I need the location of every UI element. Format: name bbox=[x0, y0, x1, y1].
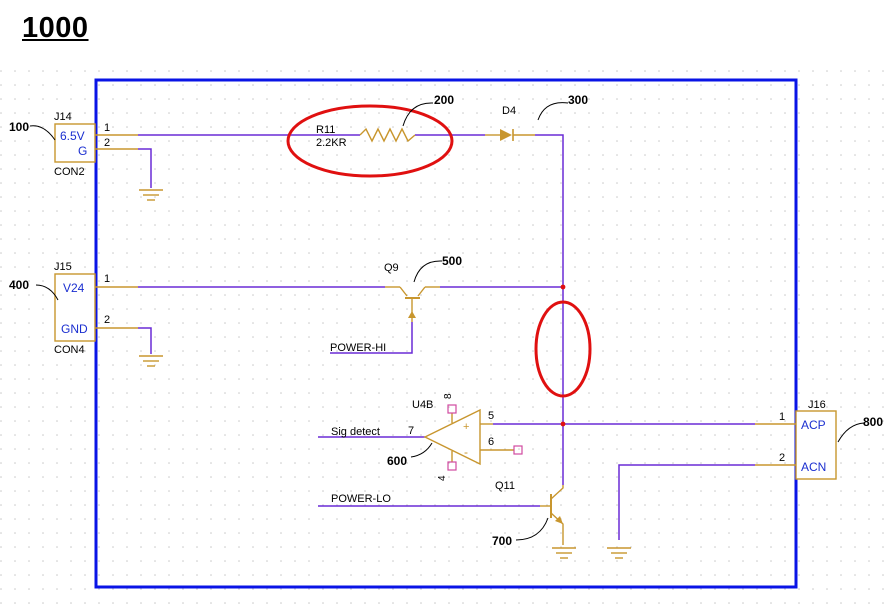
ref-numeral-200: 200 bbox=[434, 93, 454, 107]
j15-pin2-label: GND bbox=[61, 322, 88, 336]
net-label-power-lo: POWER-LO bbox=[331, 493, 391, 505]
j14-part: CON2 bbox=[54, 166, 85, 178]
j15-pin1-number: 1 bbox=[104, 273, 110, 285]
j14-pin1-label: 6.5V bbox=[60, 129, 85, 143]
q9-ref: Q9 bbox=[384, 262, 399, 274]
u4b-pin4-number: 4 bbox=[437, 475, 448, 481]
opamp-minus-sign: - bbox=[464, 445, 468, 459]
j14-ref: J14 bbox=[54, 111, 72, 123]
dot-grid-background bbox=[0, 60, 896, 611]
ref-numeral-400: 400 bbox=[9, 278, 29, 292]
junction-node bbox=[561, 422, 566, 427]
ref-numeral-800: 800 bbox=[863, 415, 883, 429]
ref-numeral-300: 300 bbox=[568, 93, 588, 107]
j16-ref: J16 bbox=[808, 399, 826, 411]
u4b-pin8-number: 8 bbox=[443, 393, 454, 399]
u4b-pin7-number: 7 bbox=[408, 425, 414, 437]
j16-pin2-label: ACN bbox=[801, 460, 826, 474]
d4-ref: D4 bbox=[502, 105, 516, 117]
ref-numeral-600: 600 bbox=[387, 454, 407, 468]
net-label-sig-detect: Sig detect bbox=[331, 426, 380, 438]
junction-node bbox=[561, 285, 566, 290]
ref-numeral-100: 100 bbox=[9, 120, 29, 134]
opamp-plus-sign: + bbox=[463, 421, 469, 433]
j16-pin2-number: 2 bbox=[779, 452, 785, 464]
q11-ref: Q11 bbox=[495, 480, 515, 492]
j16-pin1-number: 1 bbox=[779, 411, 785, 423]
j15-part: CON4 bbox=[54, 344, 85, 356]
u4b-ref: U4B bbox=[412, 399, 433, 411]
j14-pin2-number: 2 bbox=[104, 137, 110, 149]
j15-pin1-label: V24 bbox=[63, 281, 85, 295]
j14-pin1-number: 1 bbox=[104, 122, 110, 134]
j15-pin2-number: 2 bbox=[104, 314, 110, 326]
u4b-pin5-number: 5 bbox=[488, 410, 494, 422]
j15-ref: J15 bbox=[54, 261, 72, 273]
j16-pin1-label: ACP bbox=[801, 418, 826, 432]
r11-value: 2.2KR bbox=[316, 137, 347, 149]
net-label-power-hi: POWER-HI bbox=[330, 342, 386, 354]
r11-ref: R11 bbox=[316, 124, 335, 136]
ref-numeral-700: 700 bbox=[492, 534, 512, 548]
u4b-pin6-number: 6 bbox=[488, 436, 494, 448]
j14-pin2-label: G bbox=[78, 144, 87, 158]
ref-numeral-500: 500 bbox=[442, 254, 462, 268]
